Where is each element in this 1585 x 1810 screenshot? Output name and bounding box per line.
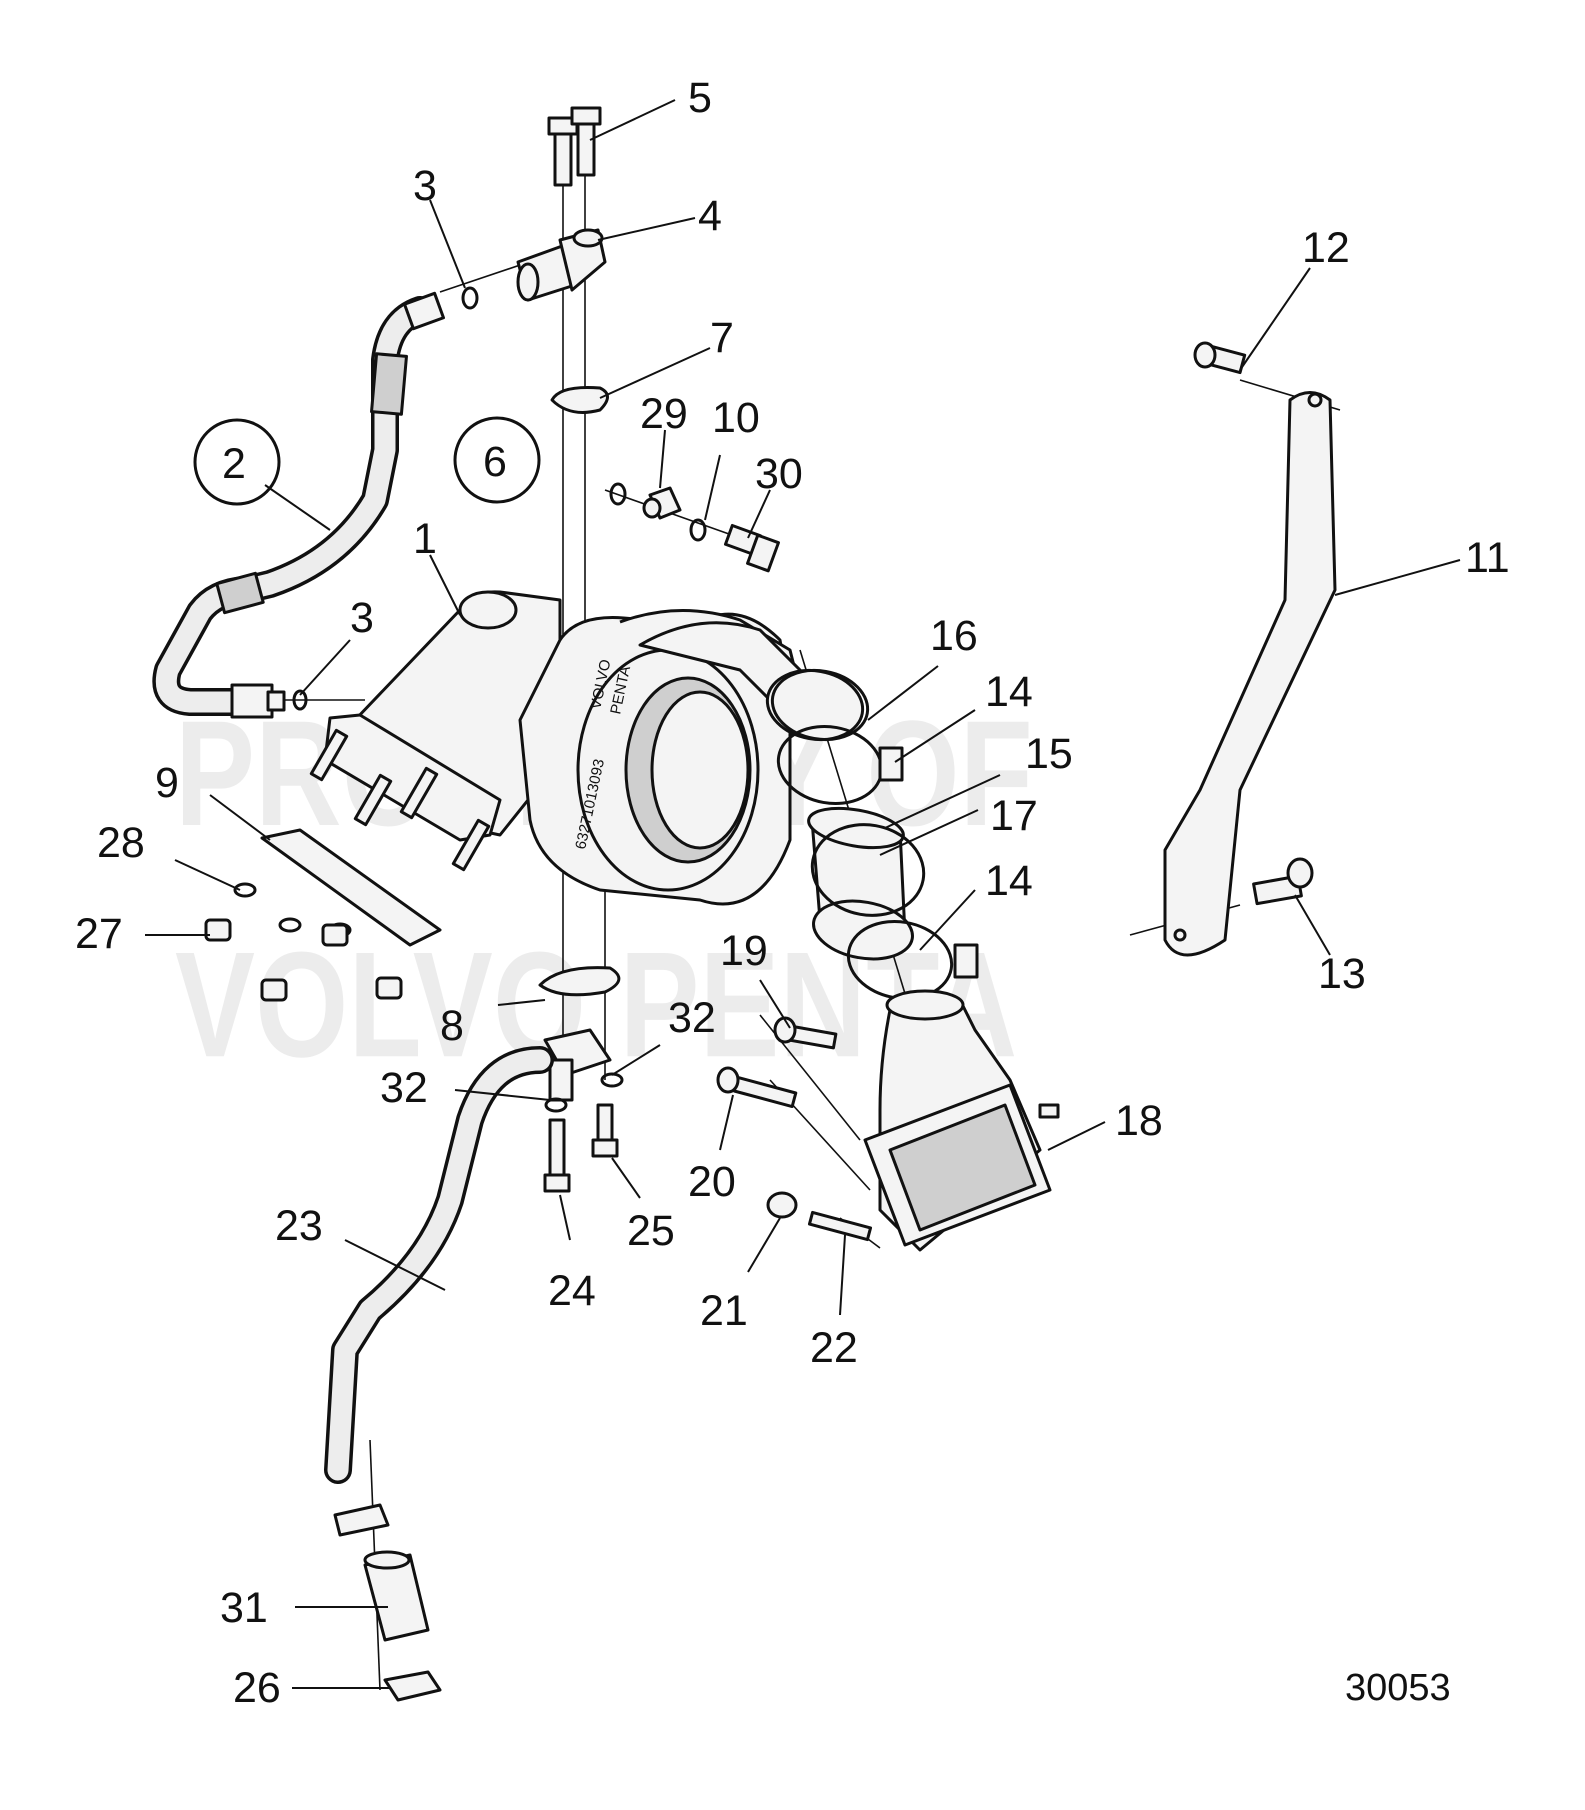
bolt-pair-5 bbox=[547, 106, 602, 187]
label-part-25: 25 bbox=[627, 1207, 675, 1255]
turbocharger: VOLVO PENTA 63271013093 bbox=[309, 590, 827, 906]
o-ring-lower bbox=[292, 689, 308, 711]
label-part-3-lower: 3 bbox=[350, 594, 374, 642]
label-part-31: 31 bbox=[220, 1584, 268, 1632]
label-part-14-lower: 14 bbox=[985, 857, 1033, 905]
label-part-24: 24 bbox=[548, 1267, 596, 1315]
banjo-set bbox=[609, 482, 780, 573]
label-part-23: 23 bbox=[275, 1202, 323, 1250]
label-part-30: 30 bbox=[755, 450, 803, 498]
bracket-11 bbox=[1163, 391, 1337, 957]
circle-ref-6 bbox=[453, 416, 541, 504]
gasket-8 bbox=[538, 966, 621, 997]
label-part-17: 17 bbox=[990, 792, 1038, 840]
label-part-26: 26 bbox=[233, 1664, 281, 1712]
clamp-hose-set bbox=[765, 668, 979, 1000]
label-part-18: 18 bbox=[1115, 1097, 1163, 1145]
label-part-20: 20 bbox=[688, 1158, 736, 1206]
leader-lines bbox=[145, 99, 1461, 1689]
oil-return-pipe bbox=[324, 1046, 554, 1484]
drain-fitting bbox=[543, 1028, 624, 1113]
label-part-4: 4 bbox=[698, 192, 722, 240]
label-part-15: 15 bbox=[1025, 730, 1073, 778]
hose-31 bbox=[333, 1503, 442, 1702]
gasket-7 bbox=[550, 386, 609, 414]
bolts-19-22 bbox=[716, 1016, 873, 1242]
o-ring-upper bbox=[461, 286, 479, 310]
label-part-32-left: 32 bbox=[380, 1064, 428, 1112]
label-part-29: 29 bbox=[640, 390, 688, 438]
elbow-outlet-18 bbox=[863, 989, 1060, 1252]
label-part-19: 19 bbox=[720, 927, 768, 975]
bolt-25-head bbox=[591, 1138, 619, 1158]
label-part-5: 5 bbox=[688, 74, 712, 122]
union-fitting bbox=[516, 228, 607, 302]
label-part-10: 10 bbox=[712, 394, 760, 442]
oil-feed-pipe bbox=[152, 291, 445, 719]
label-part-11: 11 bbox=[1465, 534, 1510, 582]
label-part-9: 9 bbox=[155, 759, 179, 807]
label-part-32-right: 32 bbox=[668, 994, 716, 1042]
bolt-24 bbox=[548, 1118, 566, 1182]
part-labels: 2 6 5 3 4 7 29 10 30 1 3 12 11 16 14 15 … bbox=[75, 74, 1510, 1712]
label-part-27: 27 bbox=[75, 910, 123, 958]
label-part-12: 12 bbox=[1302, 224, 1350, 272]
label-part-7: 7 bbox=[710, 314, 734, 362]
circle-ref-2 bbox=[193, 418, 281, 506]
label-part-22: 22 bbox=[810, 1324, 858, 1372]
label-part-8: 8 bbox=[440, 1002, 464, 1050]
label-part-2: 2 bbox=[222, 440, 246, 488]
label-part-16: 16 bbox=[930, 612, 978, 660]
label-part-13: 13 bbox=[1318, 950, 1366, 998]
label-part-1: 1 bbox=[413, 515, 437, 563]
label-part-6: 6 bbox=[483, 438, 507, 486]
bolt-12 bbox=[1193, 341, 1247, 375]
nuts-27-28 bbox=[204, 882, 403, 1002]
bolt-24-head bbox=[543, 1173, 571, 1193]
label-part-3-upper: 3 bbox=[413, 162, 437, 210]
gasket-9 bbox=[260, 828, 442, 947]
label-part-21: 21 bbox=[700, 1287, 748, 1335]
label-part-14-upper: 14 bbox=[985, 668, 1033, 716]
bolt-13 bbox=[1252, 857, 1314, 906]
document-number: 30053 bbox=[1345, 1667, 1451, 1709]
label-part-28: 28 bbox=[97, 819, 145, 867]
